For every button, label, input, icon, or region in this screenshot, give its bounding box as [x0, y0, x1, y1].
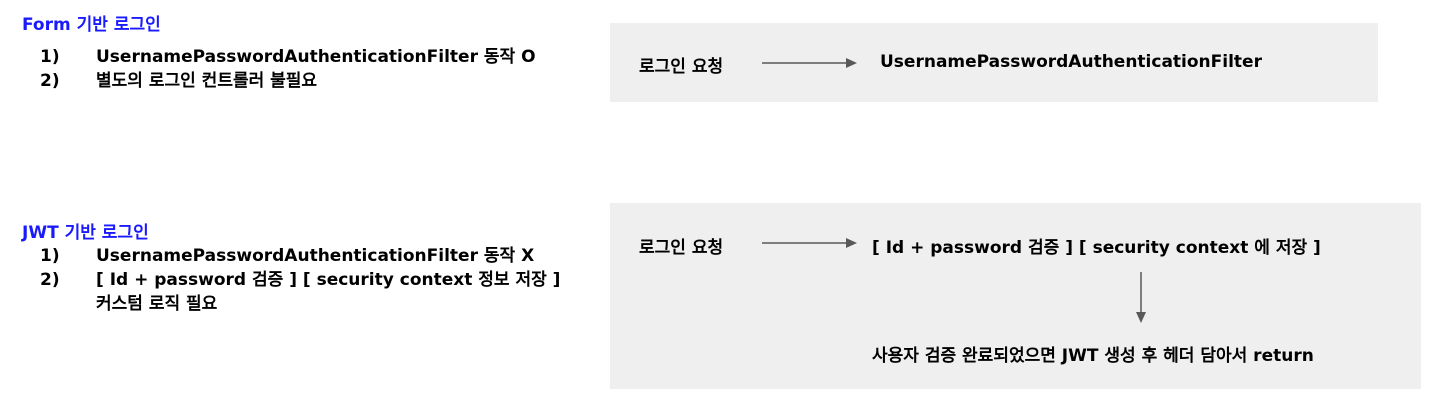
list-item-text: 별도의 로그인 컨트롤러 불필요 [96, 71, 318, 91]
form-request-label: 로그인 요청 [639, 57, 724, 77]
list-item: 2) [ Id + password 검증 ] [ security conte… [40, 268, 580, 316]
form-login-list: 1) UsernamePasswordAuthenticationFilter … [40, 45, 580, 93]
jwt-login-heading: JWT 기반 로그인 [22, 223, 149, 243]
form-login-heading: Form 기반 로그인 [22, 15, 161, 35]
list-item-number: 2) [40, 71, 60, 91]
form-flow-box [610, 23, 1378, 102]
list-item-number: 2) [40, 270, 60, 290]
jwt-result-label: 사용자 검증 완료되었으면 JWT 생성 후 헤더 담아서 return [872, 346, 1314, 366]
list-item-text: [ Id + password 검증 ] [ security context … [96, 270, 561, 314]
jwt-login-list: 1) UsernamePasswordAuthenticationFilter … [40, 244, 580, 316]
form-target-label: UsernamePasswordAuthenticationFilter [880, 52, 1262, 72]
jwt-target-label: [ Id + password 검증 ] [ security context … [872, 238, 1321, 258]
form-flow-arrow-icon [762, 58, 857, 68]
jwt-down-arrow-icon [1136, 272, 1146, 323]
list-item: 1) UsernamePasswordAuthenticationFilter … [40, 45, 580, 69]
jwt-request-label: 로그인 요청 [639, 238, 724, 258]
jwt-flow-arrow-icon [762, 238, 857, 248]
list-item-text: UsernamePasswordAuthenticationFilter 동작 … [96, 246, 535, 266]
list-item-text: UsernamePasswordAuthenticationFilter 동작 … [96, 47, 536, 67]
jwt-flow-box [610, 203, 1421, 389]
list-item-number: 1) [40, 246, 60, 266]
list-item: 2) 별도의 로그인 컨트롤러 불필요 [40, 69, 580, 93]
list-item: 1) UsernamePasswordAuthenticationFilter … [40, 244, 580, 268]
list-item-number: 1) [40, 47, 60, 67]
